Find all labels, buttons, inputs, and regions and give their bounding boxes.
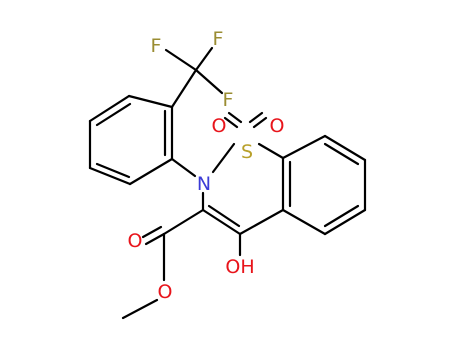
bond-s-o-right-a bbox=[252, 116, 268, 129]
bond-ester-co-a bbox=[144, 232, 166, 246]
bond-bz-1 bbox=[281, 134, 327, 160]
bond-ph-2-inner bbox=[95, 102, 132, 127]
bond-ph-1 bbox=[127, 94, 174, 109]
bond-ph-2 bbox=[88, 94, 131, 123]
atom-f3: F bbox=[223, 89, 234, 111]
atom-f2: F bbox=[213, 28, 224, 50]
atom-hydroxyl: OH bbox=[225, 256, 254, 278]
atom-o-sulfonyl-left: O bbox=[212, 115, 227, 137]
bond-bz-2 bbox=[323, 134, 367, 162]
bond-s-o-left-a bbox=[223, 116, 239, 129]
bond-ph-4-inner bbox=[95, 162, 131, 179]
bond-cf3-f3 bbox=[194, 68, 224, 95]
bonds bbox=[88, 46, 367, 320]
bond-c4-c3-inner bbox=[207, 204, 241, 228]
bond-c4-c3 bbox=[201, 208, 242, 236]
atom-sulfur: S bbox=[241, 141, 253, 163]
bond-c3-ester-c bbox=[162, 208, 205, 236]
bond-s-o-right-b bbox=[248, 111, 264, 124]
atom-labels: F F F O O S N O O OH bbox=[128, 28, 285, 303]
bond-cf3-ring bbox=[170, 68, 198, 109]
atom-o-sulfonyl-right: O bbox=[270, 115, 285, 137]
bond-ph-5 bbox=[128, 157, 174, 186]
bond-bz-4-inner bbox=[323, 204, 360, 228]
bond-cf3-f1 bbox=[164, 48, 198, 72]
bond-ph-n bbox=[170, 157, 197, 178]
atom-nitrogen: N bbox=[197, 173, 211, 195]
bond-ph-4 bbox=[88, 166, 132, 186]
bond-o-methyl bbox=[121, 298, 159, 320]
bond-s-benzo bbox=[257, 142, 285, 160]
bond-c4a-c4 bbox=[238, 208, 285, 236]
atom-f1: F bbox=[151, 35, 162, 57]
atom-o-ester: O bbox=[158, 281, 173, 303]
bond-n-s bbox=[211, 142, 236, 174]
atom-o-carbonyl: O bbox=[128, 230, 143, 252]
bond-bz-5 bbox=[281, 208, 327, 236]
bond-bz-4 bbox=[323, 208, 367, 236]
bond-s-o-left-b bbox=[227, 111, 243, 124]
bond-cf3-f2 bbox=[194, 46, 214, 72]
bond-bz-2-inner bbox=[323, 142, 360, 166]
bond-ester-co-b bbox=[141, 225, 163, 239]
